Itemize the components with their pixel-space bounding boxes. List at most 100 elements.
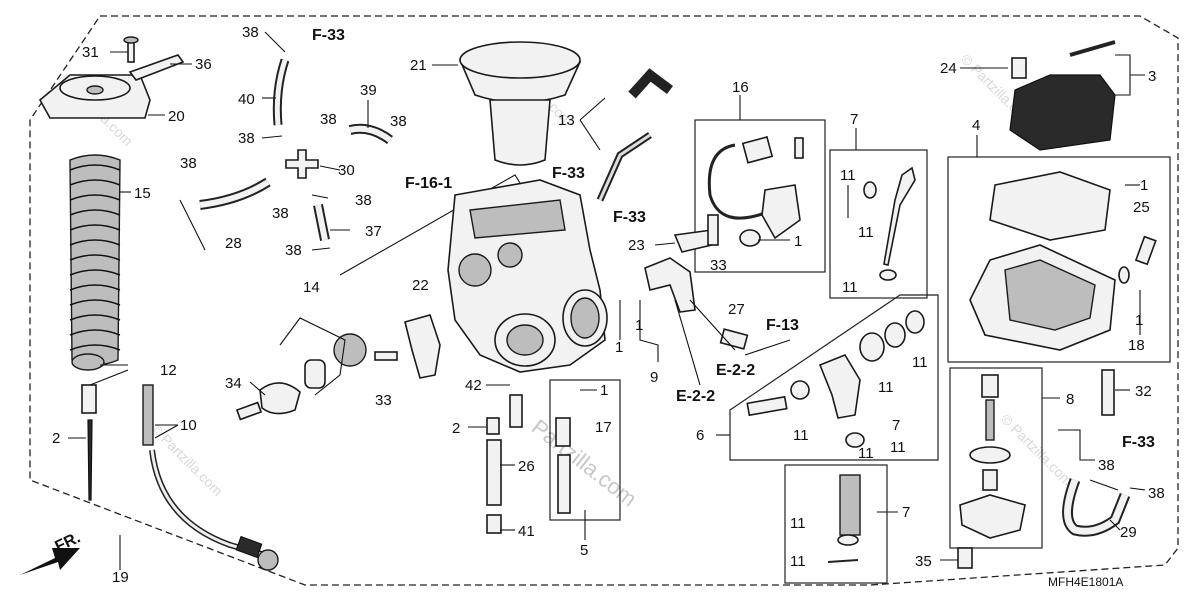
part-label: 13 [558,112,575,129]
pin-11i-part [827,559,859,563]
part-label: 21 [410,57,427,74]
reference-codes: F-33 F-16-1 F-33 F-33 F-13 E-2-2 E-2-2 F… [312,27,1155,451]
part-label: 38 [320,111,337,128]
part-label: 40 [238,91,255,108]
part-label: 11 [840,167,856,184]
part-label: 41 [518,523,535,540]
hose-37-inner [315,204,328,241]
part-label: 37 [365,223,382,240]
front-arrow-icon [20,548,80,575]
part-label: 38 [180,155,197,172]
part-label: 3 [1148,68,1156,85]
box-7-top [829,149,928,299]
collar-11d-part [859,332,885,362]
part-label: 14 [303,279,320,296]
part-label: 38 [285,242,302,259]
part-label: 18 [1128,337,1145,354]
part-label: 20 [168,108,185,125]
box-6 [729,294,939,461]
main-jet-41-part [486,514,502,534]
washer-11c-part [790,380,810,400]
ref-code: E-2-2 [716,362,755,379]
part-label: 11 [793,427,809,444]
part-label: 10 [180,417,197,434]
part-label: 33 [710,257,727,274]
screw-33a-part [374,351,398,361]
washer-11e-part [884,322,906,348]
part-label: 11 [790,553,806,570]
part-label: 1 [615,339,623,356]
part-label: 22 [412,277,429,294]
part-label: 38 [390,113,407,130]
outer-dashed-border [29,15,1179,586]
nut-11g-part [845,432,865,448]
part-label: 19 [112,569,129,586]
box-4 [947,156,1171,363]
clip-36-part [128,54,185,81]
part-label: 11 [878,379,894,396]
part-label: 6 [696,427,704,444]
screw-5-part [557,454,571,514]
part-label: 31 [82,44,99,61]
part-label: 1 [1135,312,1143,329]
leader-lines [68,31,1146,570]
screw-33b-part [707,214,719,246]
part-label: 38 [238,130,255,147]
spring-7b-part [839,474,861,536]
part-label: 11 [790,515,806,532]
part-label: 11 [842,279,858,296]
rod-7-part [883,166,916,266]
fitting-9-part [644,257,696,313]
part-label: 16 [732,79,749,96]
part-label: 38 [1148,485,1165,502]
part-label: 1 [635,317,643,334]
spring-17-part [555,417,571,447]
part-label: 28 [225,235,242,252]
part-label: 11 [858,224,874,241]
washer-11f-part [905,310,925,334]
hose-39-inner [349,125,392,143]
watermark: Partzilla.com [527,414,642,511]
part-label: 30 [338,162,355,179]
washer-11a-part [863,181,877,199]
part-label: 11 [858,445,874,462]
part-label: 1 [1140,177,1148,194]
ref-code: F-16-1 [405,175,452,192]
vent-hose-13a-part [628,68,673,99]
part-label: 2 [52,430,60,447]
box-8 [949,367,1043,549]
part-label: 4 [972,117,980,134]
carburetor-body-part [447,179,608,373]
jet-needle-part [87,419,93,501]
ref-code: F-33 [552,165,585,182]
spring-12b-part [81,384,97,414]
part-label: 38 [272,205,289,222]
part-label: 38 [242,24,259,41]
float-chamber-4-part [969,171,1157,416]
part-label: 42 [465,377,482,394]
watermark-small: © Partzilla.com [998,411,1076,489]
part-label: 15 [134,185,151,202]
ref-code: F-33 [312,27,345,44]
part-label: 39 [360,82,377,99]
sensor-16-part [707,135,804,247]
diaphragm-spring-part [69,154,121,366]
diagram-code: MFH4E1801A [1048,575,1123,589]
part-label: 38 [355,192,372,209]
part-label: 8 [1066,391,1074,408]
part-label: 26 [518,458,535,475]
throttle-cable-part [142,384,279,571]
part-label: 5 [580,542,588,559]
part-number-labels: 31 36 20 15 12 10 2 19 38 40 38 38 30 39… [52,24,1165,586]
washer-11b-part [879,269,897,281]
part-label: 33 [375,392,392,409]
diaphragm-piston-part [458,41,582,166]
accel-pump-part [259,317,367,415]
pilot-jet-42-part [509,394,523,428]
part-label: 17 [595,419,612,436]
front-marker-label: FR. [53,529,84,555]
part-label: 27 [728,301,745,318]
part-label: 1 [794,233,802,250]
box-16 [694,119,826,273]
